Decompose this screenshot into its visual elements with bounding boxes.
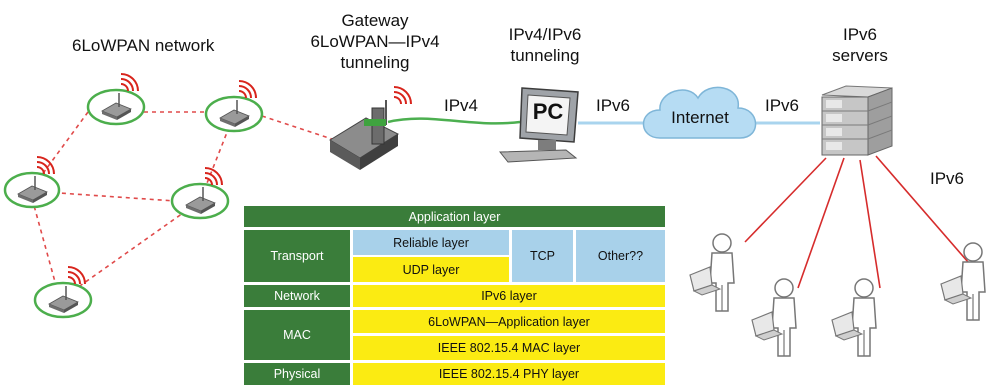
stack-adaptation: 6LoWPAN—Application layer <box>353 310 665 333</box>
client-links <box>744 155 969 289</box>
stack-udp: UDP layer <box>353 257 509 282</box>
ipv6-pc-label: IPv6 <box>595 96 631 115</box>
ipv6-cloud-label: IPv6 <box>764 96 800 115</box>
stack-transport: Transport <box>244 230 350 282</box>
pc-icon <box>498 87 579 163</box>
cloud-icon <box>642 86 757 139</box>
stack-tcp: TCP <box>512 230 573 282</box>
stack-physical: Physical <box>244 363 350 385</box>
stack-application: Application layer <box>244 206 665 227</box>
pc-label: PC <box>532 99 564 124</box>
server-icon <box>821 85 893 156</box>
client-user-icon <box>689 233 735 312</box>
client-link <box>875 155 969 263</box>
sensor-node <box>33 266 93 319</box>
stack-phy-layer: IEEE 802.15.4 PHY layer <box>353 363 665 385</box>
mesh-link <box>261 115 336 141</box>
ipv4-link <box>387 117 521 125</box>
sensor-node <box>3 156 61 209</box>
internet-label: Internet <box>671 108 729 127</box>
sensor-node <box>204 80 264 133</box>
servers-label: IPv6 servers <box>832 25 888 65</box>
mesh-link <box>29 190 61 301</box>
stack-mac-layer: IEEE 802.15.4 MAC layer <box>353 336 665 360</box>
client-link <box>859 159 881 289</box>
stack-other: Other?? <box>576 230 665 282</box>
sensor-node <box>86 73 146 126</box>
client-link <box>744 157 827 243</box>
client-user-icon <box>831 278 877 357</box>
tunneling-label: IPv4/IPv6 tunneling <box>508 25 582 65</box>
stack-network: Network <box>244 285 350 307</box>
client-user-icon <box>940 242 986 321</box>
gateway-icon <box>329 86 412 170</box>
ipv6-clients-label: IPv6 <box>929 169 965 188</box>
network-label: 6LoWPAN network <box>72 36 215 55</box>
stack-ipv6-layer: IPv6 layer <box>353 285 665 307</box>
client-user-icon <box>751 278 797 357</box>
mesh-link <box>59 200 201 301</box>
stack-mac: MAC <box>244 310 350 360</box>
gateway-label: Gateway 6LoWPAN—IPv4 tunneling <box>310 11 440 72</box>
stack-reliable: Reliable layer <box>353 230 509 255</box>
client-link <box>797 157 845 289</box>
ipv4-label: IPv4 <box>443 96 479 115</box>
sensor-node <box>170 167 230 220</box>
